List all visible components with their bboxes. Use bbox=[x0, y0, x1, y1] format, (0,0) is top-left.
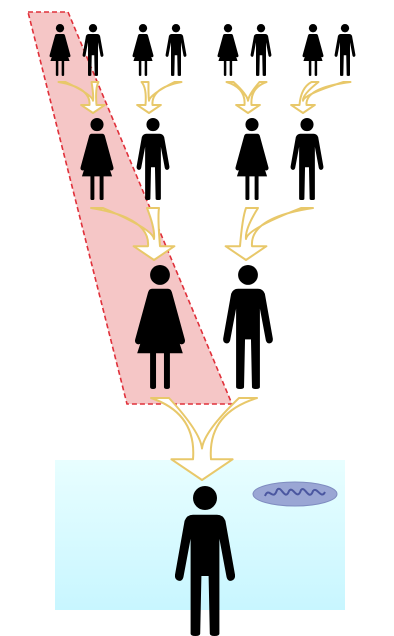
maternal-line-highlight bbox=[28, 12, 232, 404]
merge-arrow-g1-4 bbox=[291, 82, 350, 113]
male-figure-great-grandparents-8 bbox=[335, 24, 356, 76]
merge-arrow-g1-3 bbox=[227, 82, 267, 113]
female-figure-great-grandparents-7 bbox=[303, 24, 324, 76]
male-figure-great-grandparents-4 bbox=[166, 24, 187, 76]
mitochondrion-icon bbox=[253, 482, 337, 506]
female-figure-grandparents-3 bbox=[235, 118, 268, 200]
male-figure-grandparents-4 bbox=[291, 118, 324, 200]
male-figure-great-grandparents-6 bbox=[251, 24, 272, 76]
merge-arrow-g2-2 bbox=[226, 208, 313, 260]
female-figure-great-grandparents-5 bbox=[218, 24, 239, 76]
merge-arrow-g1-2 bbox=[137, 82, 181, 113]
male-figure-parents-2 bbox=[223, 265, 273, 389]
female-figure-great-grandparents-3 bbox=[133, 24, 154, 76]
